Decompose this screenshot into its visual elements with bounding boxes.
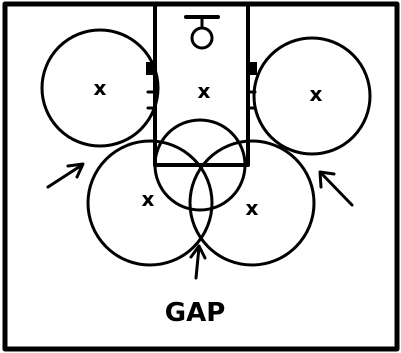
arrow-icon-right xyxy=(318,170,354,207)
zone-circle-top-left xyxy=(40,28,160,148)
player-mark-bottom-left: x xyxy=(142,187,155,211)
player-mark-top-center: x xyxy=(198,79,211,103)
zone-circle-bottom-right xyxy=(188,139,316,267)
player-mark-bottom-right: x xyxy=(246,196,259,220)
free-throw-circle xyxy=(153,118,247,212)
zone-circle-bottom-left xyxy=(86,139,214,267)
arrow-icon-gap xyxy=(189,244,207,280)
basket-icon xyxy=(184,15,220,50)
gap-label: GAP xyxy=(165,298,226,328)
zone-circle-top-right xyxy=(252,36,372,156)
player-mark-top-left: x xyxy=(94,76,107,100)
arrow-icon-left xyxy=(46,162,85,189)
player-mark-top-right: x xyxy=(310,82,323,106)
